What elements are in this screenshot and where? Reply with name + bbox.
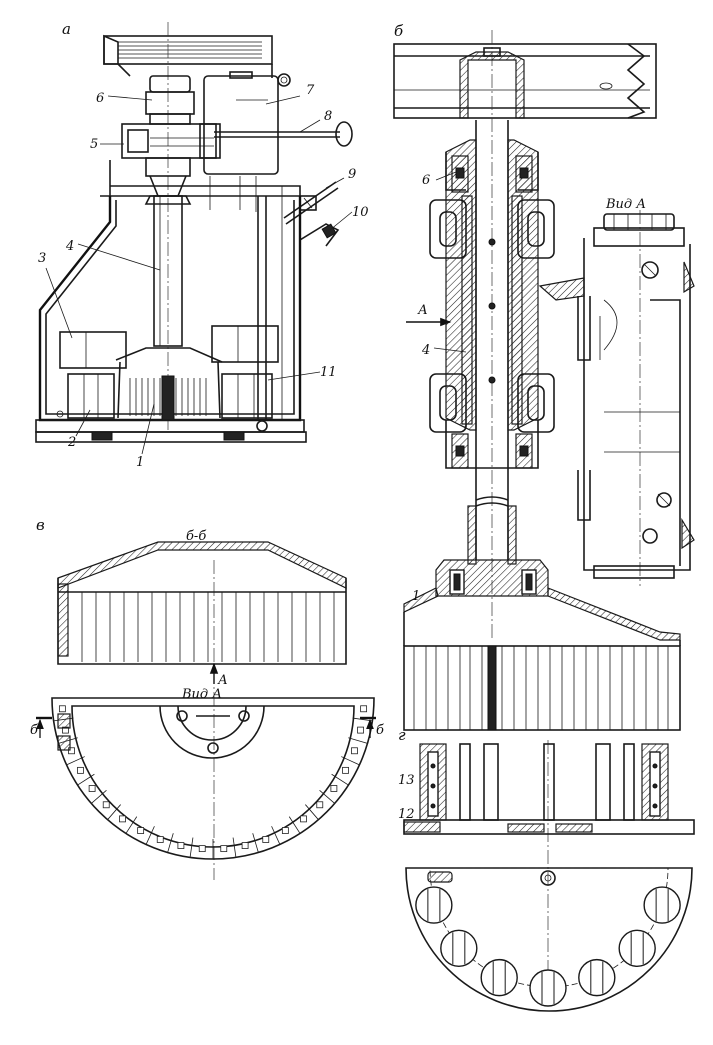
segment-cell <box>357 726 364 734</box>
segment-cell <box>342 766 349 774</box>
segment-cell <box>241 842 249 849</box>
segment-cell <box>177 842 185 849</box>
segment-cell <box>58 705 66 713</box>
part-5-label: 5 <box>90 137 98 152</box>
segment-divider <box>305 804 319 820</box>
view-label-v: в <box>36 516 45 534</box>
pocket <box>529 969 567 1007</box>
segment-cell <box>351 747 358 755</box>
pocket <box>578 958 616 997</box>
part-12-label: 12 <box>398 807 415 822</box>
segment-divider <box>288 816 301 834</box>
segment-cell <box>360 705 368 713</box>
view-label-a: а <box>62 20 71 38</box>
part-6-label: 6 <box>96 91 104 106</box>
segment-divider <box>91 790 107 804</box>
segment-divider <box>271 826 281 845</box>
segment-divider <box>145 826 155 845</box>
segment-cell <box>119 815 126 823</box>
segment-cell <box>316 801 324 809</box>
segment-cell <box>281 827 289 834</box>
segment-cell <box>330 785 338 792</box>
segment-divider <box>331 773 349 786</box>
part-1-label: 1 <box>136 455 144 470</box>
segment-cell <box>102 801 110 809</box>
segment-cell <box>262 836 270 843</box>
segment-cell <box>137 827 145 834</box>
section-bb-label: б-б <box>186 529 206 544</box>
part-3-label: 3 <box>38 251 46 266</box>
segment-cell <box>220 845 228 853</box>
pockets <box>415 886 681 1007</box>
segment-divider <box>319 790 335 804</box>
part-4b-label: 4 <box>421 343 430 358</box>
part-6b-label: 6 <box>422 173 430 188</box>
segment-cell <box>77 766 84 774</box>
segment-divider <box>341 756 360 766</box>
view-label-b: б <box>394 22 404 40</box>
segment-cell <box>198 845 206 853</box>
part-8-label: 8 <box>324 109 332 124</box>
pocket <box>480 958 518 997</box>
segment-divider <box>77 773 95 786</box>
view-a-title: Вид А <box>605 197 646 212</box>
segment-cell <box>156 836 164 843</box>
part-2-label: 2 <box>67 435 76 450</box>
pocket <box>415 886 453 924</box>
pocket <box>618 929 656 967</box>
segment-divider <box>348 737 368 744</box>
view-b-shaft <box>393 30 681 731</box>
pocket <box>440 929 478 967</box>
segment-divider <box>107 804 121 820</box>
view-v-section <box>36 541 376 880</box>
part-1b-label: 1 <box>412 589 420 604</box>
cut-left-label: б <box>30 723 38 738</box>
arrow-a2-label: А <box>217 673 228 688</box>
view-a-machine <box>35 22 353 443</box>
segment-cell <box>300 815 307 823</box>
segment-cell <box>68 747 75 755</box>
part-7-label: 7 <box>306 83 315 98</box>
view-label-g: г <box>398 726 406 744</box>
segment-divider <box>125 816 138 834</box>
arrow-a-label: А <box>417 303 428 318</box>
segment-divider <box>66 756 85 766</box>
part-13-label: 13 <box>398 773 415 788</box>
segment-divider <box>189 837 194 858</box>
cut-right-label: б <box>376 723 384 738</box>
segment-cell <box>88 785 96 792</box>
segment-ring <box>52 697 374 859</box>
segment-divider <box>252 833 259 853</box>
part-11-label: 11 <box>320 365 337 380</box>
segment-divider <box>167 833 174 853</box>
view-a2-label: Вид А <box>181 687 222 702</box>
view-A-side <box>538 210 695 586</box>
labels: а б в г 6 5 3 4 7 8 9 10 11 2 1 6 4 1 А … <box>30 20 646 822</box>
segment-divider <box>232 837 237 858</box>
part-4-label: 4 <box>65 239 74 254</box>
part-10-label: 10 <box>352 205 369 220</box>
view-g-section <box>403 740 695 1012</box>
part-9-label: 9 <box>348 167 356 182</box>
pocket <box>643 886 681 924</box>
view-a-leaders <box>45 95 353 455</box>
